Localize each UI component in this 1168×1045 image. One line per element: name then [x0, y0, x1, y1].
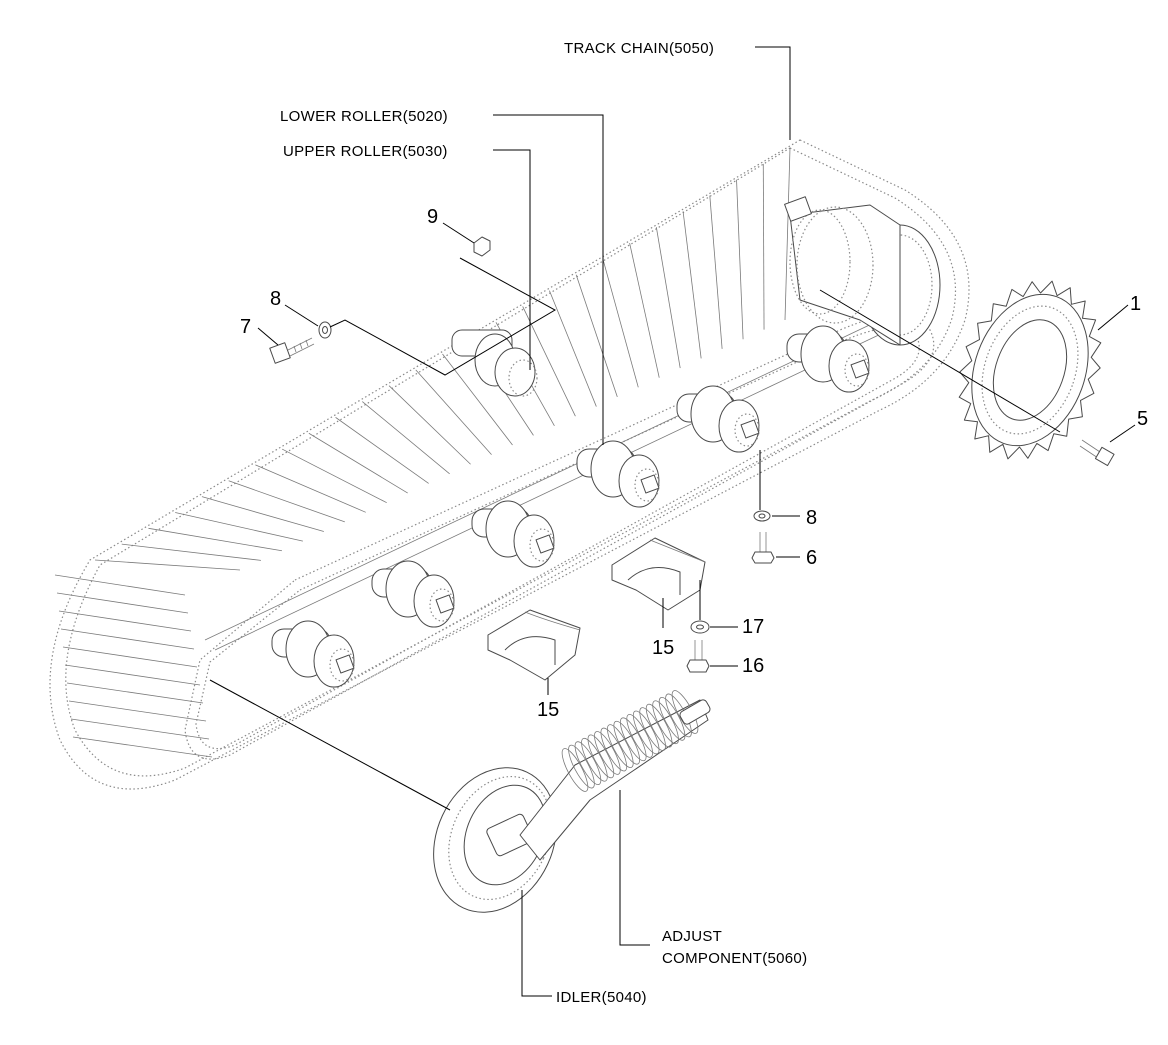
callout-7: 7 [240, 316, 251, 338]
callout-5: 5 [1137, 408, 1148, 430]
callout-16: 16 [742, 655, 764, 677]
lower-roller-4 [576, 440, 660, 508]
lower-roller-6 [786, 325, 870, 393]
bolt-16 [686, 640, 710, 673]
washer-8-upper [318, 321, 332, 339]
leader-lines [209, 46, 1136, 997]
lower-roller-label: LOWER ROLLER(5020) [280, 108, 448, 125]
callout-9: 9 [427, 206, 438, 228]
track-chain [49, 139, 970, 790]
nut-9 [473, 236, 491, 257]
adjust-component-label-line1: ADJUST [662, 928, 722, 945]
callout-6: 6 [806, 547, 817, 569]
bolt-7 [269, 337, 315, 364]
callout-8-lower: 8 [806, 507, 817, 529]
callout-15-right: 15 [652, 637, 674, 659]
upper-roller [451, 329, 538, 397]
callout-8-upper: 8 [270, 288, 281, 310]
washer-8-lower [753, 510, 771, 522]
lower-roller-5 [676, 385, 760, 453]
idler-label: IDLER(5040) [556, 989, 647, 1006]
washer-17 [690, 620, 710, 634]
track-guard-left [487, 609, 581, 681]
adjust-component [519, 690, 711, 861]
track-chain-label: TRACK CHAIN(5050) [564, 40, 714, 57]
bolt-5 [1079, 439, 1115, 467]
lower-roller-2 [371, 560, 455, 628]
bolt-6 [751, 532, 775, 564]
track-guard-right [611, 537, 706, 611]
sprocket [958, 280, 1102, 460]
idler [433, 767, 557, 913]
lower-roller-3 [471, 500, 555, 568]
drive-motor [784, 196, 941, 346]
callout-1: 1 [1130, 293, 1141, 315]
lower-rollers [271, 325, 870, 688]
upper-roller-label: UPPER ROLLER(5030) [283, 143, 448, 160]
callout-15-left: 15 [537, 699, 559, 721]
callout-17: 17 [742, 616, 764, 638]
adjust-component-label-line2: COMPONENT(5060) [662, 950, 807, 967]
lower-roller-1 [271, 620, 355, 688]
